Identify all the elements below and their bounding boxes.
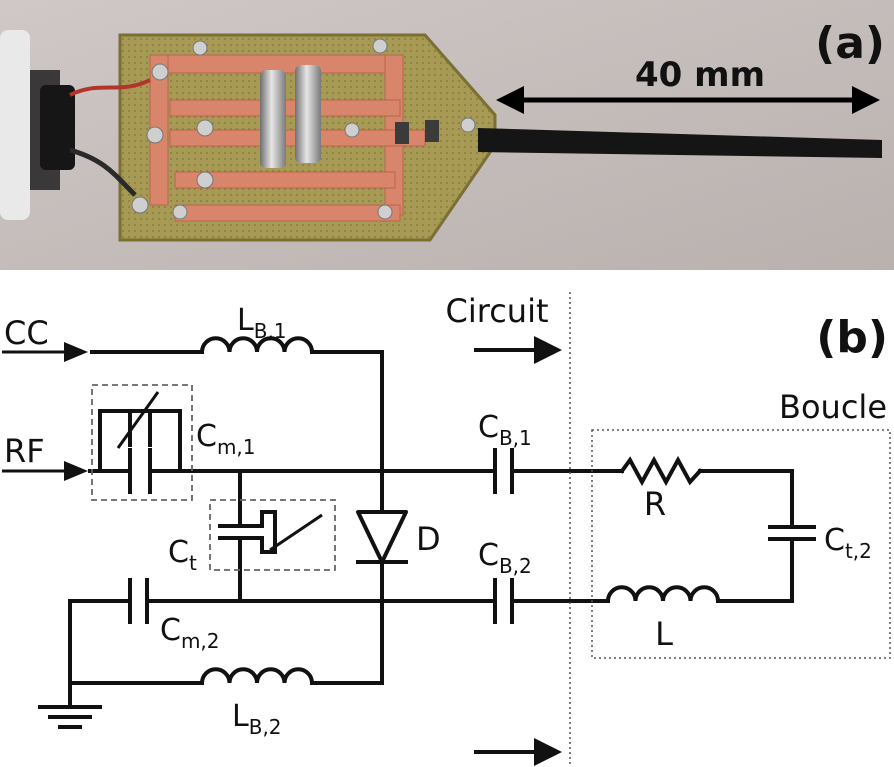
loop-label: Boucle	[779, 388, 887, 426]
loop-box	[591, 429, 891, 659]
ct2-sub: t,2	[845, 539, 872, 563]
circuit-arrow-top	[474, 336, 562, 364]
cc-input-label: CC	[4, 314, 49, 352]
scale-arrow	[496, 86, 880, 114]
cc-input-arrow	[2, 342, 88, 362]
panel-label-a: (a)	[815, 18, 885, 69]
ct-sub: t	[189, 551, 197, 575]
scale-label: 40 mm	[635, 55, 765, 95]
schematic-panel: CC RF	[2, 292, 891, 767]
inductor-l-label: L	[655, 615, 673, 653]
resistor-r	[619, 455, 703, 487]
capacitor-ct-label: Ct	[168, 535, 197, 575]
lb1-main: L	[237, 303, 254, 338]
capacitor-cb1-label: CB,1	[478, 410, 532, 450]
cb2-sub: B,2	[499, 554, 532, 578]
circuit-arrow-bottom	[474, 738, 562, 766]
resistor-r-label: R	[644, 485, 666, 523]
lb2-sub: B,2	[249, 715, 282, 739]
smd-components	[395, 120, 439, 144]
cm1-sub: m,1	[217, 435, 256, 459]
inductor-lb2	[199, 667, 315, 686]
probe-rod	[478, 128, 882, 158]
rf-input-label: RF	[4, 432, 45, 470]
inductor-l	[605, 585, 721, 604]
red-wire	[69, 78, 151, 97]
photo-panel: 40 mm (a)	[0, 0, 894, 270]
capacitor-cb2-label: CB,2	[478, 538, 532, 578]
dark-wire	[69, 147, 137, 197]
solder-joints	[131, 38, 476, 220]
rf-input-arrow	[2, 461, 88, 481]
diode-d-label: D	[416, 520, 441, 558]
capacitor-cm1-label: Cm,1	[196, 419, 256, 459]
cb1-sub: B,1	[499, 426, 532, 450]
inductor-lb1	[199, 336, 315, 355]
inductor-lb1-label: LB,1	[237, 303, 287, 343]
ground-icon	[38, 705, 102, 729]
cm2-main: C	[160, 613, 181, 648]
capacitor-cm2	[128, 578, 149, 624]
cb1-main: C	[478, 410, 499, 445]
trimmer-cylinder-1	[260, 70, 286, 168]
lb2-main: L	[232, 699, 249, 734]
diode-d	[356, 510, 408, 564]
capacitor-ct2-label: Ct,2	[824, 523, 872, 563]
capacitor-cb1	[493, 448, 514, 494]
lb1-sub: B,1	[254, 319, 287, 343]
panel-label-b: (b)	[816, 312, 888, 363]
capacitor-cb2	[493, 578, 514, 624]
cm2-sub: m,2	[181, 629, 220, 653]
ct2-main: C	[824, 523, 845, 558]
cb2-main: C	[478, 538, 499, 573]
connector-cap	[0, 30, 30, 220]
capacitor-cm1	[91, 384, 193, 501]
capacitor-ct2	[768, 525, 816, 541]
inductor-lb2-label: LB,2	[232, 699, 282, 739]
capacitor-ct	[209, 499, 336, 571]
ct-main: C	[168, 535, 189, 570]
cm1-main: C	[196, 419, 217, 454]
circuit-label: Circuit	[446, 292, 549, 330]
connector-ring	[40, 85, 75, 170]
capacitor-cm2-label: Cm,2	[160, 613, 220, 653]
trimmer-cylinder-2	[295, 65, 321, 163]
